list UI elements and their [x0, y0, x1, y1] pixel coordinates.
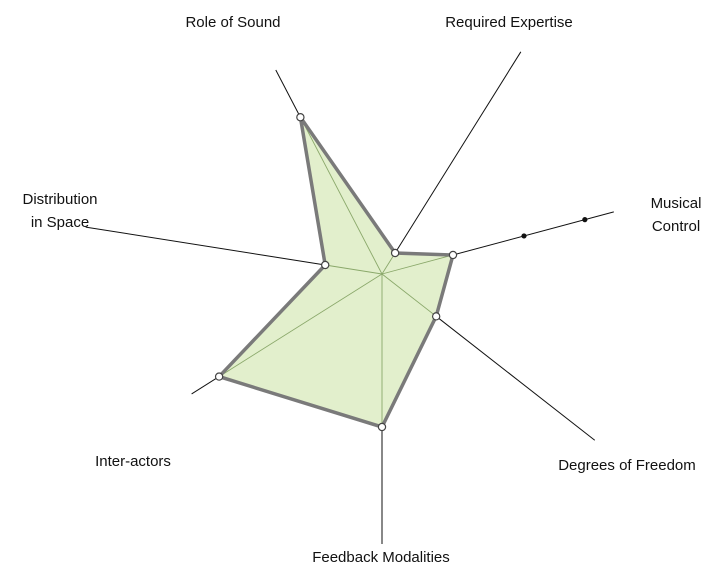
axis-label-line: Degrees of Freedom: [558, 457, 696, 474]
axis-label-inter-actors: Inter-actors: [95, 453, 171, 470]
axis-label-line: Role of Sound: [185, 14, 280, 31]
axis-line-required-expertise: [394, 51, 522, 254]
axis-line-distribution-in-space: [85, 226, 326, 266]
axis-label-line: in Space: [31, 214, 89, 231]
vertex-marker-distribution-in-space: [321, 260, 330, 270]
axis-label-line: Control: [652, 218, 700, 235]
axis-line-inter-actors: [191, 376, 220, 395]
vertex-marker-feedback-modalities: [377, 422, 387, 432]
vertex-marker-musical-control: [448, 250, 458, 260]
axis-label-line: Required Expertise: [445, 14, 573, 31]
axis-tick-mark-0: [521, 233, 527, 239]
axis-label-distribution-in-space: Distribution in Space: [22, 191, 97, 231]
axis-label-line: Feedback Modalities: [312, 549, 450, 566]
vertex-marker-required-expertise: [390, 248, 400, 258]
vertex-marker-inter-actors: [214, 372, 224, 381]
axis-label-degrees-of-freedom: Degrees of Freedom: [558, 457, 696, 474]
inner-spoke-degrees-of-freedom: [381, 273, 437, 317]
axis-line-musical-control: [452, 211, 614, 256]
axis-label-line: Inter-actors: [95, 453, 171, 470]
inner-spoke-distribution-in-space: [325, 264, 383, 275]
axis-line-role-of-sound: [275, 69, 301, 118]
inner-spoke-inter-actors: [218, 273, 383, 377]
axis-tick-mark-1: [582, 217, 588, 223]
inner-spoke-role-of-sound: [299, 117, 383, 275]
axis-label-role-of-sound: Role of Sound: [185, 14, 280, 31]
axis-label-required-expertise: Required Expertise: [445, 14, 573, 31]
vertex-marker-role-of-sound: [296, 113, 305, 122]
inner-spoke-musical-control: [381, 254, 454, 275]
data-area: [219, 117, 453, 427]
axis-line-degrees-of-freedom: [435, 315, 596, 441]
axis-label-line: Distribution: [22, 191, 97, 208]
vertex-marker-degrees-of-freedom: [431, 312, 441, 321]
data-outline: [215, 116, 456, 430]
axis-label-line: Musical: [651, 195, 702, 212]
axis-label-feedback-modalities: Feedback Modalities: [312, 549, 450, 566]
